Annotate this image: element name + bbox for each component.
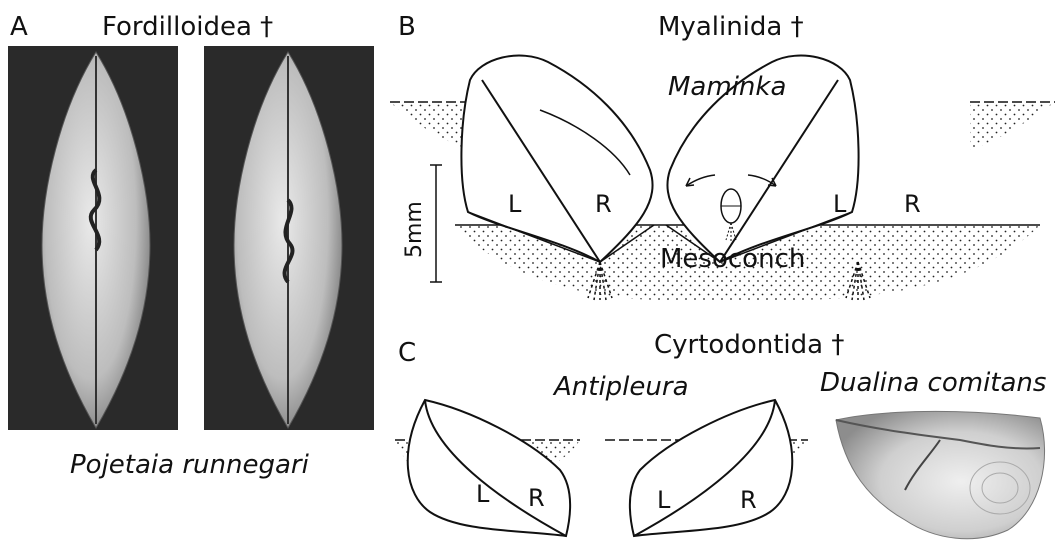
- antipleura-shell-right: [630, 400, 792, 536]
- genus-maminka: Maminka: [668, 74, 786, 100]
- panel-b-title: Myalinida †: [658, 14, 804, 40]
- maminka-left-r: R: [595, 192, 612, 216]
- scale-bar-label: 5mm: [404, 201, 426, 258]
- dualina-photo: [836, 411, 1045, 538]
- panel-c-title: Cyrtodontida †: [654, 332, 844, 358]
- panel-label-c: C: [398, 340, 416, 366]
- species-pojetaia: Pojetaia runnegari: [70, 452, 309, 478]
- fossil-photo-right: [204, 46, 374, 430]
- maminka-right-l: L: [833, 192, 846, 216]
- maminka-left-l: L: [508, 192, 521, 216]
- antipleura-left-r: R: [528, 486, 545, 510]
- antipleura-right-l: L: [657, 488, 670, 512]
- antipleura-shell-left: [408, 400, 570, 536]
- scale-bar: [430, 165, 442, 282]
- maminka-right-r: R: [904, 192, 921, 216]
- genus-antipleura: Antipleura: [554, 374, 689, 400]
- antipleura-left-l: L: [476, 482, 489, 506]
- species-dualina: Dualina comitans: [820, 370, 1046, 396]
- fossil-photo-left: [8, 46, 178, 430]
- panel-label-b: B: [398, 14, 416, 40]
- mesoconch-label: Mesoconch: [660, 246, 805, 272]
- antipleura-right-r: R: [740, 488, 757, 512]
- panel-label-a: A: [10, 14, 28, 40]
- panel-a-title: Fordilloidea †: [102, 14, 273, 40]
